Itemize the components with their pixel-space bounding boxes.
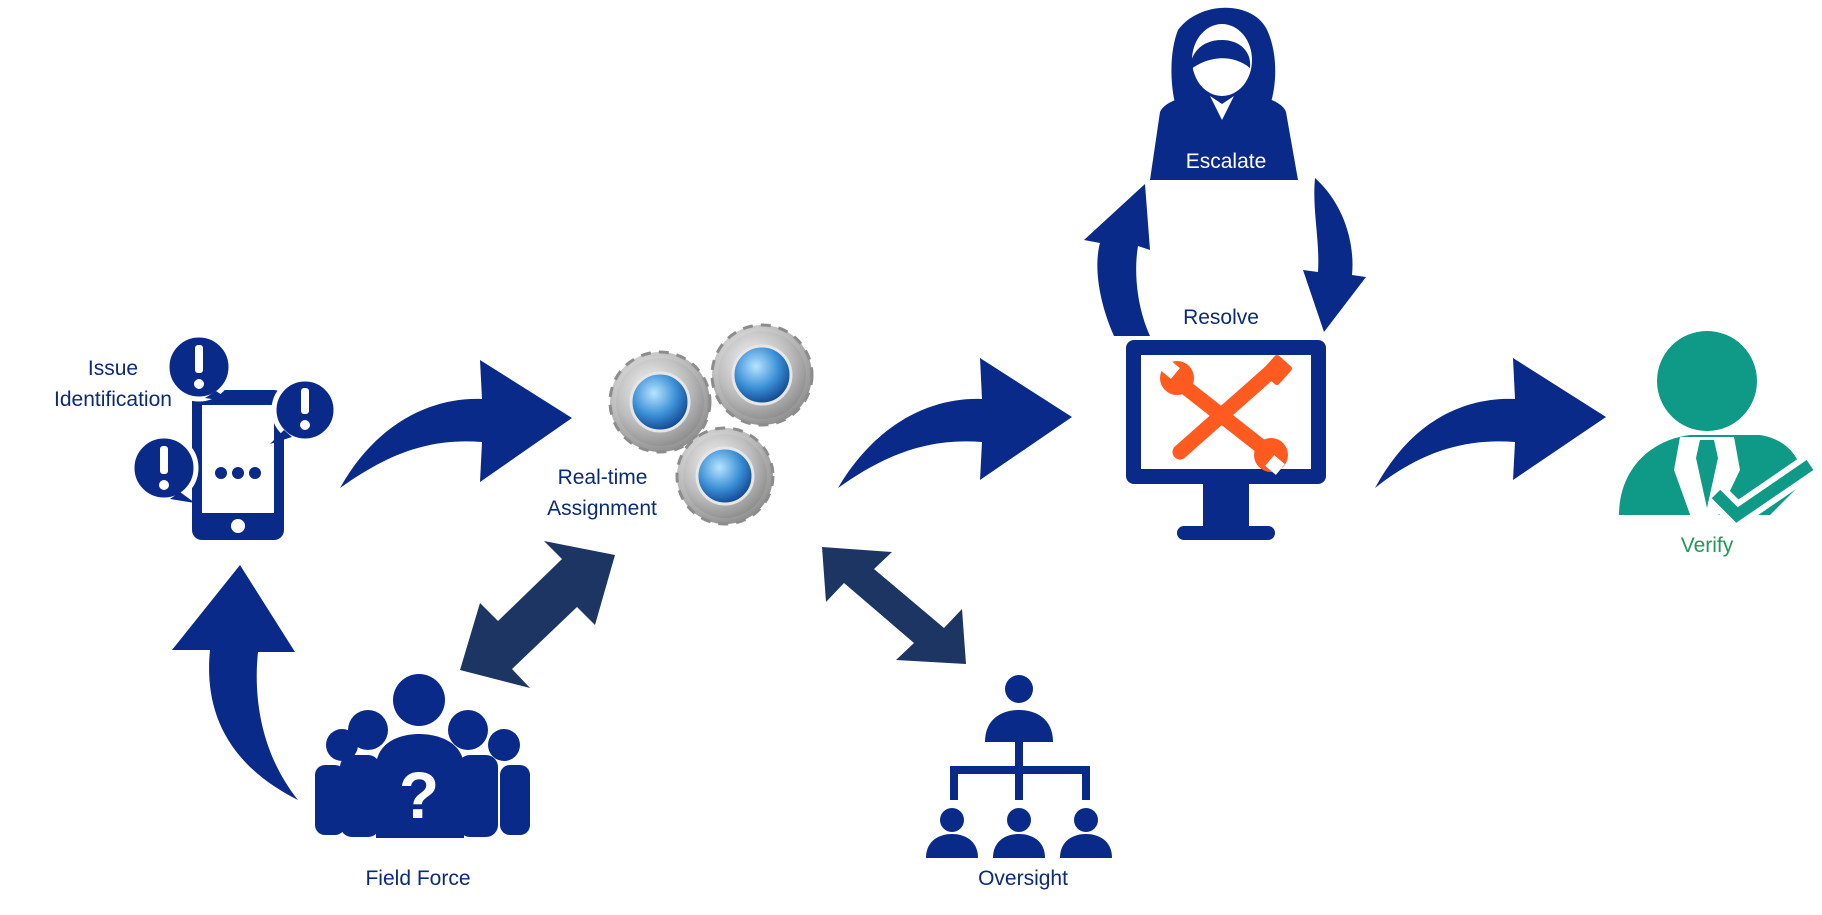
verify-label: Verify [1680, 534, 1734, 557]
field-force-label: Field Force [365, 867, 471, 890]
flow-arrow-fieldforce-to-issue [172, 565, 298, 800]
escalate-label: Escalate [1185, 150, 1267, 173]
issue-identification-label-line2: Identification [54, 388, 172, 411]
oversight-label: Oversight [978, 867, 1068, 890]
realtime-assignment-label-line1: Real-time [557, 466, 648, 489]
phone-alerts-icon [129, 332, 339, 540]
double-arrow-assignment-oversight [822, 547, 966, 664]
org-chart-icon [926, 675, 1112, 858]
realtime-assignment-label-line2: Assignment [547, 497, 657, 520]
monitor-tools-icon [1126, 340, 1326, 540]
flow-arrow-assignment-to-resolve [838, 358, 1072, 488]
group-question-icon: ? [315, 674, 530, 838]
issue-identification-label-line1: Issue [87, 357, 139, 380]
tools-icon [1172, 360, 1283, 460]
resolve-label: Resolve [1183, 306, 1259, 329]
flow-arrow-escalate-to-resolve [1303, 178, 1366, 332]
flow-arrow-resolve-to-escalate [1084, 184, 1150, 336]
woman-agent-icon [1150, 7, 1298, 180]
flow-arrow-issue-to-assignment [340, 360, 572, 488]
double-arrow-assignment-fieldforce [460, 541, 615, 688]
svg-text:?: ? [399, 758, 439, 832]
flow-arrow-resolve-to-verify [1375, 358, 1606, 488]
user-check-icon [1619, 331, 1817, 531]
gears-globe-icon [608, 323, 814, 526]
